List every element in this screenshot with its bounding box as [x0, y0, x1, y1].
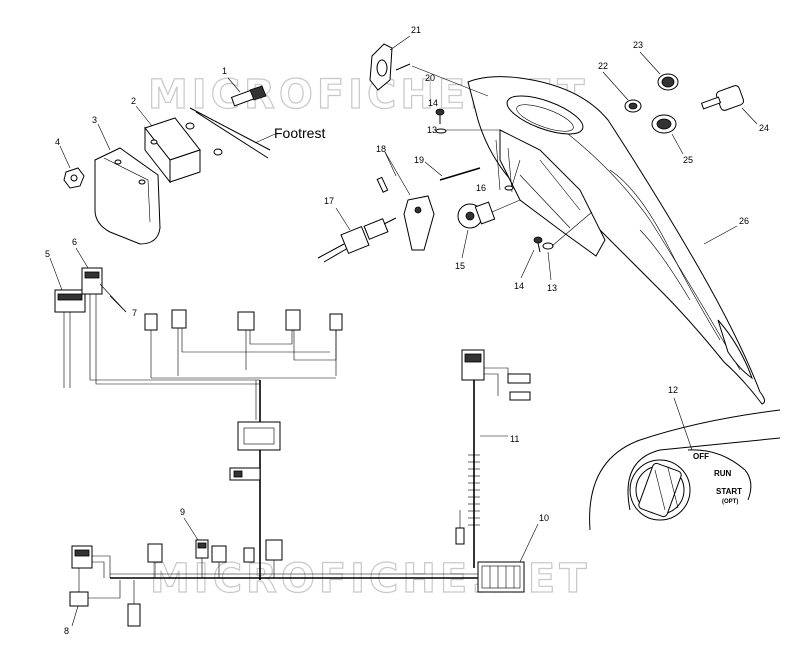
pin-part-19 — [439, 167, 481, 181]
relay-part-18 — [376, 151, 435, 251]
bolt-part-1 — [230, 85, 267, 107]
junction-block — [237, 421, 281, 451]
callout-13-bottom: 13 — [547, 283, 557, 293]
callout-9: 9 — [180, 507, 185, 517]
callout-numbers: 1 2 3 4 5 6 7 8 9 10 11 12 13 13 14 14 1… — [45, 25, 769, 636]
callout-22: 22 — [598, 61, 608, 71]
pod-housing — [499, 129, 606, 257]
callout-6: 6 — [72, 237, 77, 247]
key-part-24 — [700, 85, 745, 111]
callout-25: 25 — [683, 155, 693, 165]
callout-13-top: 13 — [427, 125, 437, 135]
callout-26: 26 — [739, 216, 749, 226]
connector-part-10 — [477, 561, 525, 593]
callout-18: 18 — [376, 144, 386, 154]
callout-11: 11 — [510, 434, 519, 444]
callout-1: 1 — [222, 66, 227, 76]
washer-part-16 — [504, 185, 514, 191]
callout-16: 16 — [476, 183, 486, 193]
washer-lower — [213, 148, 223, 156]
switch-run-label: RUN — [714, 469, 732, 478]
grommet-part-22 — [624, 99, 642, 113]
switch-start-label: START — [716, 487, 742, 496]
switch-off-label: OFF — [693, 452, 709, 461]
washer-part-13-bottom — [542, 242, 554, 250]
grommet-part-25 — [651, 114, 677, 134]
washer-upper — [185, 122, 195, 130]
wiring-harness — [49, 247, 539, 627]
callout-2: 2 — [131, 96, 136, 106]
switch-part-17 — [317, 207, 397, 263]
trunk-connector-c — [265, 539, 283, 561]
callout-5: 5 — [45, 249, 50, 259]
screw-part-14-top — [435, 108, 447, 134]
callout-10: 10 — [539, 513, 549, 523]
guard-part-3 — [94, 147, 161, 245]
hood-opening — [506, 95, 584, 135]
trunk-connector-a — [147, 543, 163, 563]
callout-14-bottom: 14 — [514, 281, 524, 291]
switch-opt-label: (OPT) — [722, 499, 738, 505]
callout-23: 23 — [633, 40, 643, 50]
callout-17: 17 — [324, 196, 334, 206]
harness-wrap-11 — [468, 454, 480, 526]
callout-24: 24 — [759, 123, 769, 133]
callout-14-top: 14 — [428, 98, 438, 108]
callout-21: 21 — [411, 25, 421, 35]
connector-part-8 — [69, 545, 93, 607]
callout-8: 8 — [64, 626, 69, 636]
trunk-connector-b — [211, 545, 227, 563]
callout-7: 7 — [132, 308, 137, 318]
key-switch-detail: OFF RUN START (OPT) — [589, 397, 781, 531]
connector-part-5 — [54, 289, 86, 313]
footrest-assembly: Footrest — [59, 77, 325, 245]
hood-part-26 — [467, 76, 766, 405]
connector-group-7 — [144, 309, 343, 331]
spacer-part-2 — [144, 117, 201, 184]
grommet-part-23 — [657, 73, 679, 91]
callout-3: 3 — [92, 115, 97, 125]
footrest-label: Footrest — [274, 125, 325, 141]
callout-20: 20 — [425, 73, 435, 83]
callout-15: 15 — [455, 261, 465, 271]
trunk-connector-d — [243, 547, 255, 563]
screw-part-14-bottom — [533, 236, 543, 253]
callout-12: 12 — [668, 385, 678, 395]
handlebar-pod-assembly — [369, 35, 766, 405]
callout-4: 4 — [55, 137, 60, 147]
nut-part-4 — [63, 167, 85, 189]
screw-part-20 — [395, 63, 411, 71]
callout-19: 19 — [414, 155, 424, 165]
ignition-switch-part-15 — [457, 199, 521, 259]
bracket-part-21 — [369, 43, 393, 91]
hood-tail — [717, 319, 753, 380]
